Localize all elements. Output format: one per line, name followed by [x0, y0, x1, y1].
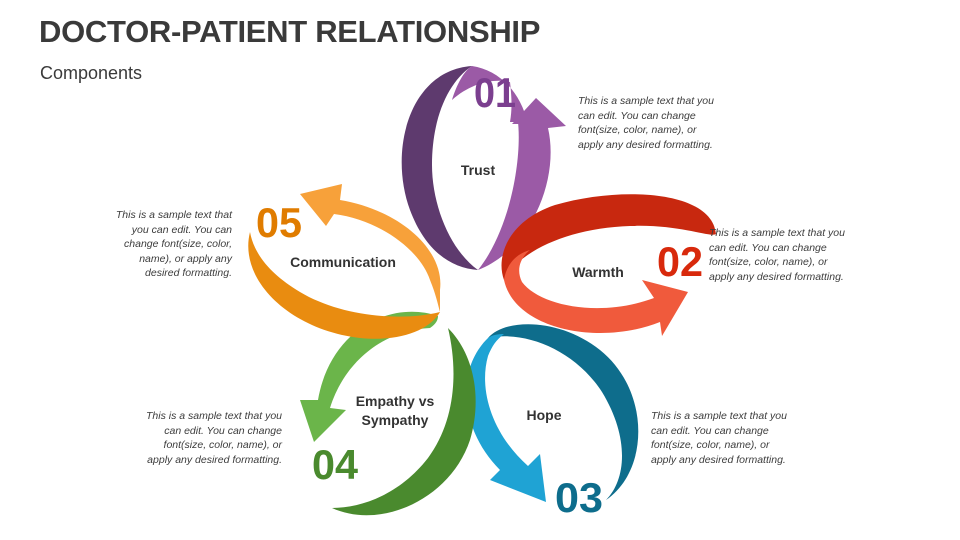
page-title: DOCTOR-PATIENT RELATIONSHIP: [39, 14, 541, 49]
communication-arc-arrow: [300, 184, 441, 312]
hope-arc-arrow: [466, 334, 546, 502]
empathy-arc-arrow: [300, 311, 438, 442]
warmth-number: 02: [657, 238, 703, 285]
component-hope: [466, 324, 639, 502]
empathy-label-line-1: Empathy vs: [356, 393, 435, 409]
warmth-arc-arrow: [504, 250, 688, 336]
communication-label: Communication: [290, 254, 396, 270]
component-warmth: [501, 194, 716, 336]
hope-description: This is a sample text that you can edit.…: [651, 410, 787, 466]
page-subtitle: Components: [40, 63, 143, 83]
trust-description: This is a sample text that you can edit.…: [578, 95, 714, 151]
component-trust: [401, 66, 566, 270]
empathy-arc-back: [332, 328, 476, 516]
communication-arc-back: [248, 232, 440, 339]
communication-description: This is a sample text that you can edit.…: [115, 209, 232, 279]
trust-arc-back: [401, 66, 478, 270]
component-empathy: [300, 311, 476, 516]
hope-number: 03: [555, 474, 603, 521]
trust-label: Trust: [461, 162, 496, 178]
communication-number: 05: [256, 199, 302, 246]
empathy-description: This is a sample text that you can edit.…: [146, 410, 282, 466]
warmth-description: This is a sample text that you can edit.…: [709, 227, 845, 283]
trust-arc-arrow: [452, 66, 566, 270]
empathy-number: 04: [312, 441, 359, 488]
warmth-label: Warmth: [572, 264, 624, 280]
trust-number: 01: [474, 69, 516, 116]
component-communication: [248, 184, 441, 339]
hope-label: Hope: [527, 407, 562, 423]
warmth-arc-back: [501, 194, 716, 280]
empathy-label-line-2: Sympathy: [362, 412, 429, 428]
hope-arc-back: [488, 324, 639, 500]
